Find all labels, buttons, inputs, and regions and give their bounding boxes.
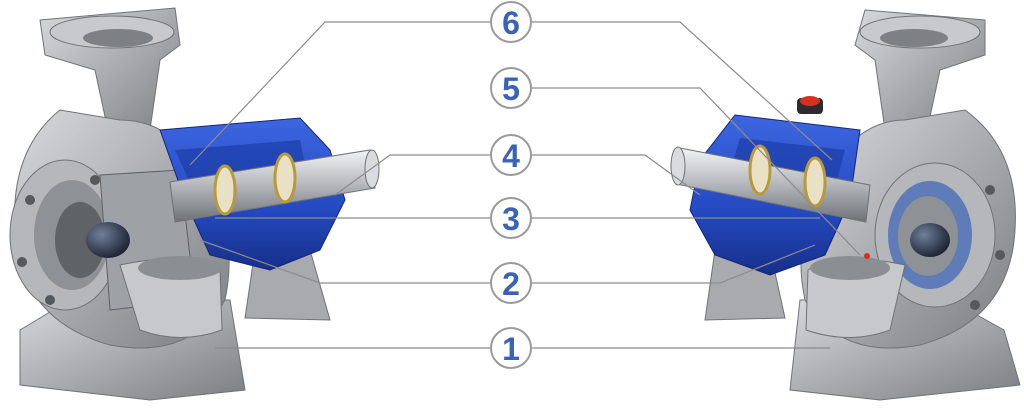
callout-1-number: 1 bbox=[502, 331, 520, 367]
callout-1: 1 bbox=[491, 328, 531, 368]
callout-5-number: 5 bbox=[502, 71, 520, 107]
callout-2: 2 bbox=[491, 263, 531, 303]
right-pump-cutaway-icon bbox=[671, 10, 1020, 400]
callout-6: 6 bbox=[491, 2, 531, 42]
left-pump-cutaway-icon bbox=[10, 8, 379, 400]
callout-6-number: 6 bbox=[502, 5, 520, 41]
callout-4-number: 4 bbox=[502, 138, 520, 174]
callout-3-number: 3 bbox=[502, 201, 520, 237]
callout-3: 3 bbox=[491, 198, 531, 238]
callout-5: 5 bbox=[491, 68, 531, 108]
callout-2-number: 2 bbox=[502, 266, 520, 302]
callout-4: 4 bbox=[491, 135, 531, 175]
